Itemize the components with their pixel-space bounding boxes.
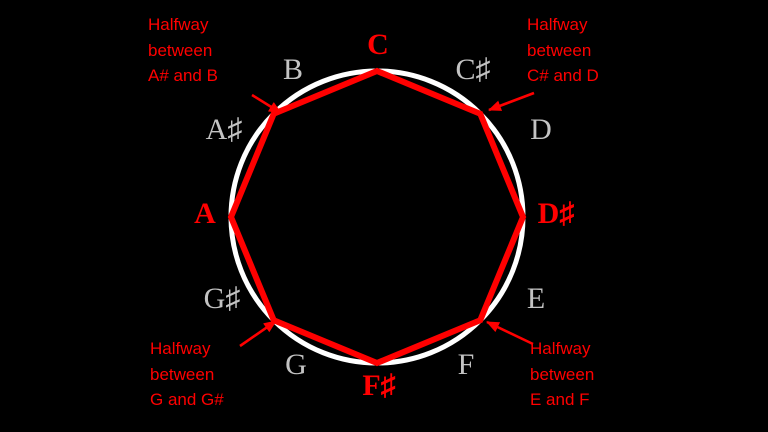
note-label-a: A bbox=[194, 197, 216, 230]
note-label-a-sharp: A♯ bbox=[205, 113, 243, 146]
note-label-f-sharp: F♯ bbox=[362, 369, 396, 402]
annotation-arrows bbox=[239, 91, 535, 348]
note-label-d-sharp: D♯ bbox=[537, 197, 575, 230]
annotation-halfway-e-f: Halfway between E and F bbox=[530, 339, 595, 409]
note-label-c-sharp: C♯ bbox=[455, 53, 491, 86]
note-label-f: F bbox=[457, 348, 475, 381]
annotation-halfway-c-sharp-d: Halfway between C# and D bbox=[527, 15, 599, 85]
inscribed-octagon bbox=[227, 67, 527, 367]
arrow-halfway-e-f bbox=[486, 320, 534, 346]
note-label-d: D bbox=[530, 113, 552, 146]
note-label-g-sharp: G♯ bbox=[203, 282, 241, 315]
note-label-b: B bbox=[282, 53, 304, 86]
arrow-halfway-g-g-sharp bbox=[239, 319, 277, 348]
arrow-halfway-c-sharp-d bbox=[488, 91, 535, 112]
arrow-halfway-a-sharp-b bbox=[251, 93, 282, 115]
note-label-g: G bbox=[285, 348, 307, 381]
annotation-halfway-g-g-sharp: Halfway between G and G# bbox=[150, 339, 224, 409]
annotation-halfway-a-sharp-b: Halfway between A# and B bbox=[148, 15, 218, 85]
note-label-e: E bbox=[526, 282, 546, 315]
note-label-c: C bbox=[367, 28, 389, 61]
